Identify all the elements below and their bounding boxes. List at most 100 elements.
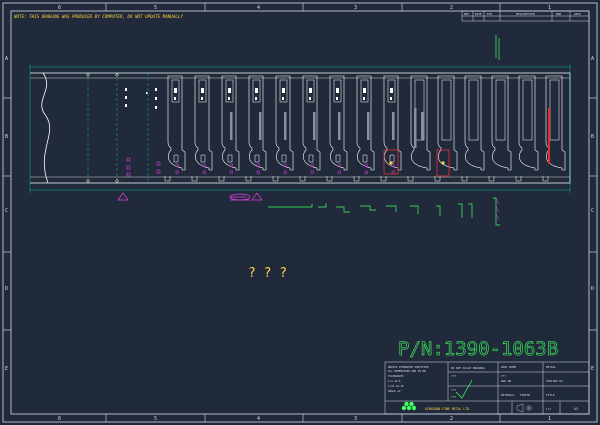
highlight-bar-red <box>548 108 550 164</box>
highlight-zone-red <box>436 149 450 177</box>
station-bend-zone <box>338 112 341 140</box>
station-pierce <box>255 97 257 100</box>
sheet-number: 1/1 <box>546 407 551 411</box>
station-form-tab <box>362 154 368 163</box>
station-form-tab <box>389 154 395 163</box>
rev-header-description: DESCRIPTION <box>516 12 535 16</box>
station-marker <box>256 163 260 167</box>
station-outline <box>194 75 213 171</box>
station-marker <box>283 170 287 174</box>
rev-header-ecn: ECN <box>487 12 492 16</box>
bracket-label: TOOLING KS <box>546 379 563 383</box>
station-form-tab <box>281 154 287 163</box>
pierce-mark <box>155 97 157 100</box>
station-marker <box>391 170 395 174</box>
station-marker <box>391 163 395 167</box>
section-profile-hatched <box>495 197 500 221</box>
station-marker <box>202 170 206 174</box>
zone-row-label: D <box>5 286 8 292</box>
do-not-scale-note: DO NOT SCALE DRAWING <box>451 366 485 370</box>
station-pierce <box>201 88 204 93</box>
sheet-size: A3 <box>574 407 578 411</box>
station-form-tab <box>200 154 206 163</box>
station-pierce <box>174 97 176 100</box>
station-pierce <box>255 88 258 93</box>
tolerance-note: ANGLE ±1° <box>388 389 402 393</box>
pierce-mark <box>155 106 157 109</box>
section-profiles <box>229 35 500 226</box>
pilot-hole <box>115 179 119 183</box>
station-carrier-notch <box>191 176 198 182</box>
zone-column-labels-top: 6 5 4 3 2 1 <box>58 5 551 11</box>
zone-col-label: 1 <box>548 5 551 11</box>
station-marker <box>229 163 233 167</box>
station-inner-cut <box>225 79 234 103</box>
station-marker <box>337 163 341 167</box>
forming-stations <box>164 75 566 182</box>
station-bend-zone <box>421 112 424 140</box>
zone-col-label: 3 <box>354 416 357 422</box>
pierce-mark <box>146 92 148 94</box>
section-profile <box>468 203 473 218</box>
zone-row-label: D <box>591 286 594 292</box>
station-pierce <box>282 97 284 100</box>
section-profile <box>300 204 313 208</box>
station-bend-zone <box>284 112 287 140</box>
station-form-tab <box>335 154 341 163</box>
marker-square <box>126 157 131 162</box>
station-form-tab <box>173 154 179 163</box>
station-marker <box>364 163 368 167</box>
station-inner-cut <box>360 79 369 103</box>
station-outline <box>221 75 240 171</box>
finish-label: FINISH <box>520 393 530 397</box>
title-label: TITLE <box>546 393 555 397</box>
station-marker <box>337 170 341 174</box>
sheet-inner-frame <box>10 10 590 415</box>
highlight-zone-red <box>383 149 399 175</box>
zone-row-label: C <box>5 208 8 214</box>
station-carrier-notch <box>434 176 441 182</box>
station-pierce <box>390 97 392 100</box>
station-marker <box>310 170 314 174</box>
zone-row-labels-right: A B C D E <box>591 56 594 372</box>
station-outline <box>518 75 539 171</box>
station-marker <box>202 163 206 167</box>
zone-row-label: B <box>591 134 594 140</box>
pilot-hole <box>86 179 90 183</box>
dwg-no-label: DWG NO. <box>501 379 513 383</box>
approved-by-value: ??? <box>451 395 456 399</box>
rev-header-appd: APPD <box>574 12 581 16</box>
station-marker <box>175 163 179 167</box>
station-inner-cut <box>198 79 207 103</box>
zone-col-label: 6 <box>58 5 61 11</box>
pilot-hole <box>86 73 90 77</box>
station-bend-zone <box>230 112 233 140</box>
revision-block <box>461 10 590 22</box>
section-profile <box>386 205 397 212</box>
station-pierce <box>228 97 230 100</box>
tolerance-note: X.X ±0.5 <box>388 379 401 383</box>
station-inner-cut <box>468 79 479 141</box>
station-outline <box>167 75 186 171</box>
station-carrier-notch <box>461 176 468 182</box>
section-profile <box>458 203 463 218</box>
station-pierce <box>390 88 393 93</box>
station-marker <box>283 163 287 167</box>
zone-col-label: 4 <box>257 5 260 11</box>
station-marker <box>256 170 260 174</box>
tolerance-note: UNLESS OTHERWISE SPECIFIED <box>388 365 429 369</box>
station-inner-cut <box>387 79 396 103</box>
station-carrier-notch <box>515 176 522 182</box>
title-block-notes: UNLESS OTHERWISE SPECIFIED ALL DIMENSION… <box>388 365 429 393</box>
pierce-mark <box>125 96 127 99</box>
strip-layout <box>29 64 571 201</box>
station-marker <box>229 170 233 174</box>
zone-col-label: 5 <box>154 416 157 422</box>
zone-col-label: 6 <box>58 416 61 422</box>
station-pierce <box>201 97 203 100</box>
title-block <box>384 361 590 415</box>
station-pierce <box>363 88 366 93</box>
station-pierce <box>309 88 312 93</box>
